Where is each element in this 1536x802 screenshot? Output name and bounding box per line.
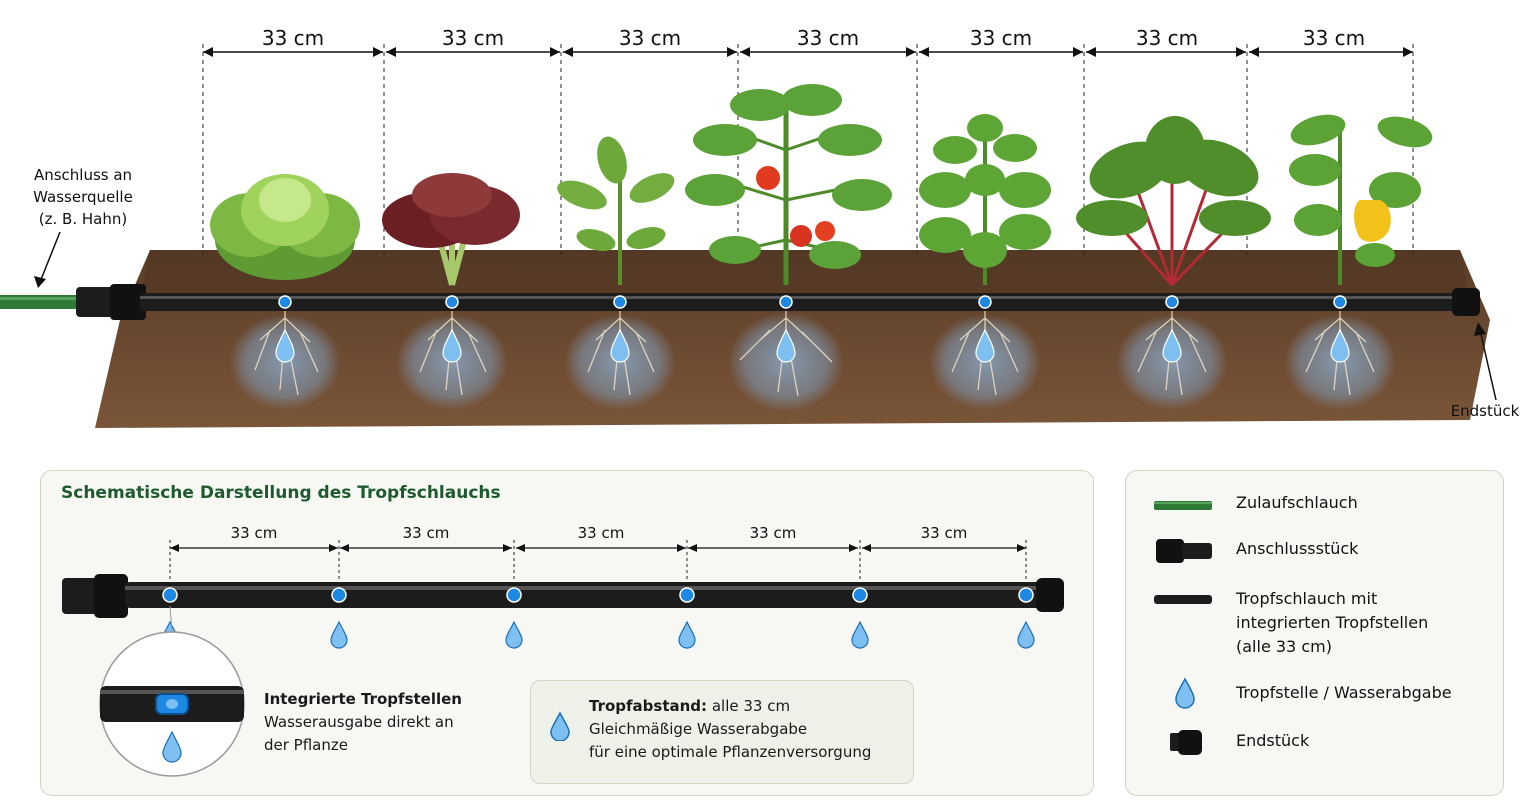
lettuce-red-plant	[382, 173, 520, 286]
top-spacing-label: 33 cm	[261, 26, 325, 50]
zoom-desc-line: der Pflanze	[264, 736, 348, 754]
legend-label: Anschlussstück	[1236, 539, 1359, 558]
source-callout: Anschluss an Wasserquelle (z. B. Hahn)	[18, 164, 148, 230]
top-spacing-label: 33 cm	[618, 26, 682, 50]
end-arrow	[1479, 329, 1497, 401]
schematic-spacing-label: 33 cm	[920, 524, 968, 542]
info-value: alle 33 cm	[711, 697, 791, 715]
schematic-title: Schematische Darstellung des Tropfschlau…	[61, 483, 501, 503]
schematic-spacing-label: 33 cm	[402, 524, 450, 542]
drip-spacing-infobox: Tropfabstand: alle 33 cm Gleichmäßige Wa…	[530, 680, 914, 784]
emitters	[278, 295, 1347, 309]
legend-panel: Zulaufschlauch Anschlussstück Tropfschla…	[1125, 470, 1504, 796]
schematic-spacing-label: 33 cm	[230, 524, 278, 542]
schematic-spacing-label: 33 cm	[749, 524, 797, 542]
info-desc-line: Gleichmäßige Wasserabgabe	[589, 720, 808, 738]
source-callout-line: Wasserquelle	[33, 188, 133, 206]
legend-label: Endstück	[1236, 731, 1310, 750]
info-title: Tropfabstand:	[589, 697, 708, 715]
source-callout-line: Anschluss an	[33, 166, 133, 184]
soil-droplets	[275, 328, 1350, 363]
zoom-desc-line: Wasserausgabe direkt an	[264, 713, 454, 731]
garden-bed-illustration	[0, 44, 1497, 428]
end-cap-icon	[1170, 730, 1202, 755]
top-spacing-label: 33 cm	[796, 26, 860, 50]
tomato-plant	[685, 84, 892, 285]
green-hose-icon	[1154, 501, 1212, 510]
legend-label: Tropfstelle / Wasserabgabe	[1236, 683, 1452, 702]
basil-plant	[919, 114, 1051, 285]
connector-icon	[1156, 539, 1212, 563]
pepper-plant	[1289, 114, 1433, 285]
hose-connector	[76, 287, 114, 317]
source-callout-line: (z. B. Hahn)	[38, 210, 128, 228]
legend-label: Zulaufschlauch	[1236, 493, 1358, 512]
roots	[254, 310, 1375, 397]
water-drop-icon	[550, 711, 570, 741]
end-callout: Endstück	[1450, 402, 1520, 420]
top-spacing-label: 33 cm	[969, 26, 1033, 50]
schematic-diagram	[62, 540, 1064, 777]
zoom-caption: Integrierte Tropfstellen Wasserausgabe d…	[264, 688, 462, 757]
drip-hose-icon	[1154, 595, 1212, 604]
drip-hose	[140, 293, 1460, 311]
source-arrow	[39, 231, 61, 283]
top-spacing-label: 33 cm	[441, 26, 505, 50]
schematic-spacing-label: 33 cm	[577, 524, 625, 542]
top-spacing-label: 33 cm	[1302, 26, 1366, 50]
hose-end-cap	[1452, 288, 1480, 316]
info-desc-line: für eine optimale Pflanzenversorgung	[589, 743, 872, 761]
lettuce-green-plant	[210, 174, 360, 280]
zoom-title: Integrierte Tropfstellen	[264, 690, 462, 708]
water-drop-icon	[1175, 677, 1195, 709]
top-spacing-label: 33 cm	[1135, 26, 1199, 50]
legend-label: Tropfschlauch mit integrierten Tropfstel…	[1236, 589, 1429, 656]
young-plant	[557, 136, 675, 285]
chard-plant	[1076, 116, 1271, 287]
